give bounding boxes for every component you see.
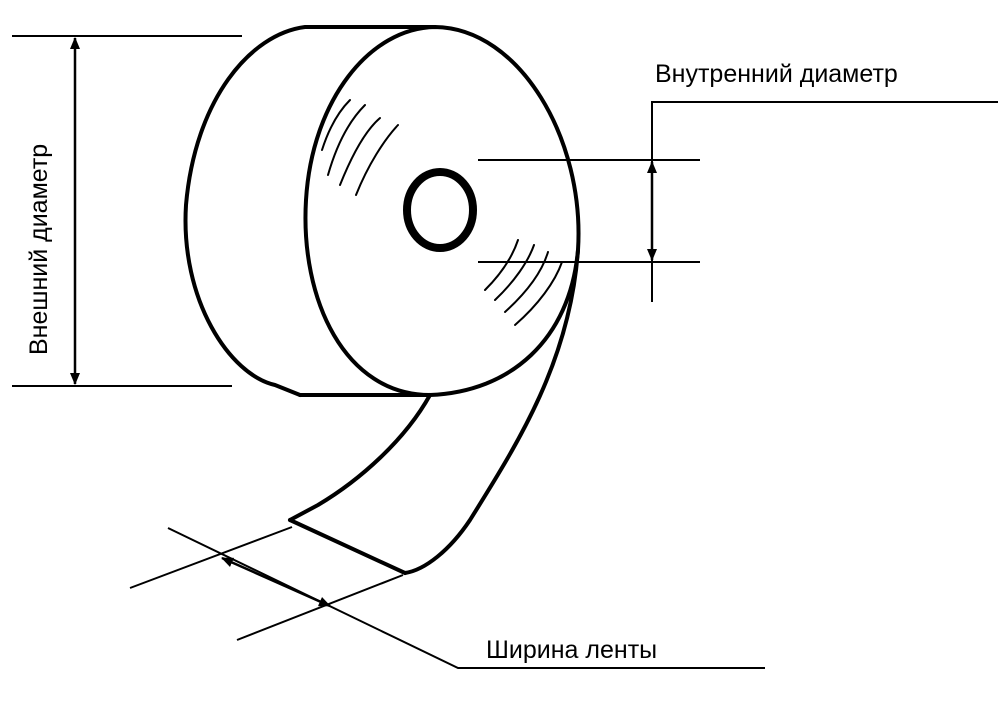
roll-shading-lower (484, 239, 563, 326)
width-leader-line (167, 527, 765, 669)
roll-front-face (303, 25, 581, 397)
roll-core (403, 168, 477, 252)
inner-leader-line (651, 101, 998, 302)
tape-width-label: Ширина ленты (486, 636, 657, 664)
tape-width-dimension (129, 526, 765, 669)
roll-back-rim (183, 25, 437, 397)
tape-strip-left-edge (288, 393, 432, 522)
tape-strip-end (288, 518, 407, 575)
width-upper-extension (129, 526, 293, 589)
roll-shading-upper (321, 99, 399, 196)
width-lower-extension (236, 574, 404, 641)
inner-diameter-label: Внутренний диаметр (655, 60, 898, 88)
outer-diameter-dimension (12, 35, 242, 387)
inner-diameter-dimension (478, 101, 998, 302)
tape-strip-right-edge (403, 248, 580, 575)
tape-roll (183, 25, 581, 575)
outer-diameter-label: Внешний диаметр (25, 144, 53, 355)
